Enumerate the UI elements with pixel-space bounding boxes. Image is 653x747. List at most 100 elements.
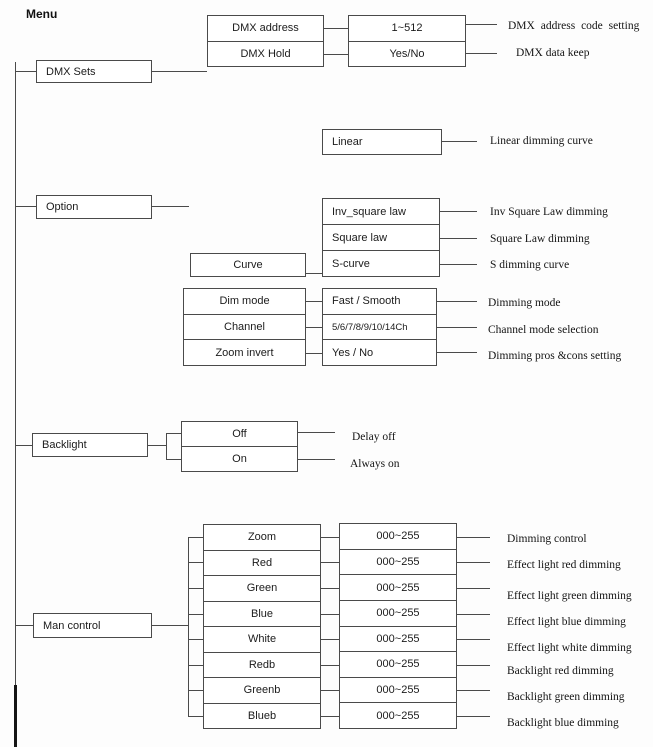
dim-mode-value-cell: Fast / Smooth: [332, 295, 401, 308]
s-curve-description: S dimming curve: [490, 259, 570, 271]
backlight-label: Backlight: [42, 439, 87, 451]
man-redb-value-cell: 000~255: [340, 651, 456, 677]
zoom-invert-value-cell: Yes / No: [323, 339, 436, 365]
backlight-on-link: [166, 459, 181, 460]
man-zoom-value-link: [321, 537, 339, 538]
channel-description: Channel mode selection: [488, 324, 599, 336]
inv-square-description: Inv Square Law dimming: [490, 206, 608, 218]
dim-mode-cell: Dim mode: [219, 295, 270, 308]
channel-desc-link: [437, 327, 477, 328]
channel-value-cell: 5/6/7/8/9/10/14Ch: [323, 313, 436, 340]
man-control-connector-line: [152, 625, 188, 626]
man-zoom-desc-link: [457, 537, 490, 538]
man-red-link: [188, 562, 203, 563]
zoom-invert-description: Dimming pros &cons setting: [488, 350, 622, 362]
curve-label: Curve: [233, 259, 263, 271]
man-blueb-link: [188, 716, 203, 717]
dmx-hold-value-link: [324, 54, 348, 55]
square-law-description: Square Law dimming: [490, 233, 590, 245]
zoom-invert-cell: Zoom invert: [184, 339, 305, 365]
man-zoom-description: Dimming control: [507, 533, 587, 545]
man-greenb-description: Backlight green dimming: [507, 691, 625, 703]
s-curve-desc-link: [440, 264, 477, 265]
man-zoom-value-cell: 000~255: [376, 530, 420, 543]
dmx-sets-box: DMX Sets: [36, 60, 152, 83]
man-control-box: Man control: [33, 613, 152, 638]
option-settings-stack: Dim mode Channel Zoom invert: [183, 288, 306, 366]
man-green-value-cell: 000~255: [340, 574, 456, 600]
dmx-address-cell: DMX address: [232, 22, 299, 35]
man-control-bracket-line: [188, 537, 189, 717]
backlight-on-cell: On: [182, 446, 297, 471]
man-greenb-desc-link: [457, 690, 490, 691]
backlight-off-cell: Off: [232, 428, 247, 440]
zoom-invert-desc-link: [437, 352, 477, 353]
trunk-stub-option: [16, 206, 36, 207]
trunk-line-bottom: [14, 685, 17, 747]
backlight-connector-line: [148, 445, 166, 446]
man-blue-cell: Blue: [204, 600, 320, 627]
man-blue-value-cell: 000~255: [340, 599, 456, 626]
square-law-cell: Square law: [323, 224, 439, 250]
man-blueb-value-cell: 000~255: [340, 702, 456, 728]
man-greenb-link: [188, 690, 203, 691]
dim-mode-desc-link: [437, 301, 477, 302]
man-blueb-desc-link: [457, 716, 490, 717]
man-white-cell: White: [204, 626, 320, 652]
backlight-on-desc-link: [298, 459, 335, 460]
option-box: Option: [36, 195, 152, 219]
man-blueb-value-link: [321, 716, 339, 717]
man-blueb-description: Backlight blue dimming: [507, 717, 619, 729]
man-white-value-cell: 000~255: [340, 625, 456, 652]
man-white-value-link: [321, 639, 339, 640]
channel-cell: Channel: [184, 313, 305, 340]
curve-connector-line: [306, 273, 322, 274]
backlight-box: Backlight: [32, 433, 148, 457]
man-redb-description: Backlight red dimming: [507, 665, 614, 677]
linear-desc-link: [442, 141, 477, 142]
dim-mode-value-link: [306, 301, 322, 302]
curve-box: Curve: [190, 253, 306, 277]
man-red-desc-link: [457, 562, 490, 563]
backlight-off-description: Delay off: [352, 431, 396, 443]
man-redb-cell: Redb: [204, 651, 320, 678]
man-control-label: Man control: [43, 619, 101, 632]
dmx-params-stack: DMX address DMX Hold: [207, 15, 324, 67]
option-connector-line: [152, 206, 189, 207]
man-greenb-value-link: [321, 690, 339, 691]
dmx-hold-desc-link: [466, 53, 497, 54]
channel-value-link: [306, 327, 322, 328]
man-zoom-cell: Zoom: [247, 531, 277, 544]
man-blue-link: [188, 614, 203, 615]
dmx-address-description: DMX address code setting: [508, 20, 640, 32]
dmx-hold-value-cell: Yes/No: [349, 40, 465, 67]
dmx-sets-label: DMX Sets: [46, 65, 96, 78]
man-red-value-cell: 000~255: [340, 548, 456, 575]
backlight-on-description: Always on: [350, 458, 400, 470]
man-green-desc-link: [457, 588, 490, 589]
dmx-hold-cell: DMX Hold: [208, 40, 323, 67]
page-title: Menu: [26, 7, 58, 21]
man-red-value-link: [321, 562, 339, 563]
dmx-address-value-cell: 1~512: [391, 22, 423, 35]
option-settings-values-stack: Fast / Smooth 5/6/7/8/9/10/14Ch Yes / No: [322, 288, 437, 366]
trunk-stub-dmx-sets: [16, 71, 36, 72]
dmx-hold-description: DMX data keep: [516, 47, 590, 59]
trunk-line: [15, 62, 16, 685]
backlight-bracket-line: [166, 433, 167, 460]
man-white-link: [188, 639, 203, 640]
dmx-values-stack: 1~512 Yes/No: [348, 15, 466, 67]
trunk-stub-backlight: [16, 445, 32, 446]
s-curve-cell: S-curve: [323, 250, 439, 276]
backlight-off-desc-link: [298, 432, 335, 433]
man-blue-description: Effect light blue dimming: [507, 616, 626, 628]
inv-square-desc-link: [440, 211, 477, 212]
man-red-description: Effect light red dimming: [507, 559, 621, 571]
backlight-values-stack: Off On: [181, 421, 298, 472]
man-white-description: Effect light white dimming: [507, 642, 632, 654]
man-values-stack: 000~255 000~255 000~255 000~255 000~255 …: [339, 523, 457, 729]
man-greenb-cell: Greenb: [204, 677, 320, 703]
inv-square-law-cell: Inv_square law: [332, 205, 406, 218]
man-redb-value-link: [321, 665, 339, 666]
